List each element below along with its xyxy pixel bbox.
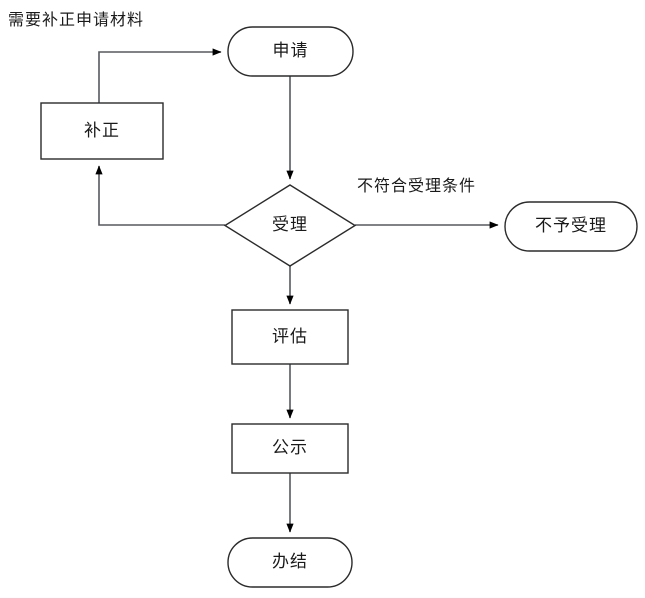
node-shape-apply bbox=[227, 26, 354, 77]
edge-accept-to-supplement bbox=[95, 165, 225, 226]
node-shape-complete bbox=[227, 537, 353, 588]
node-shape-publicize bbox=[231, 423, 349, 474]
edge-label-need-supplement: 需要补正申请材料 bbox=[8, 12, 145, 29]
edge-label-not-qualified: 不符合受理条件 bbox=[357, 178, 477, 195]
node-shape-accept bbox=[223, 184, 357, 267]
edge-supplement-to-apply bbox=[98, 48, 222, 103]
node-shape-supplement bbox=[40, 102, 164, 160]
node-shape-reject bbox=[504, 201, 638, 252]
node-shape-assess bbox=[231, 309, 349, 365]
